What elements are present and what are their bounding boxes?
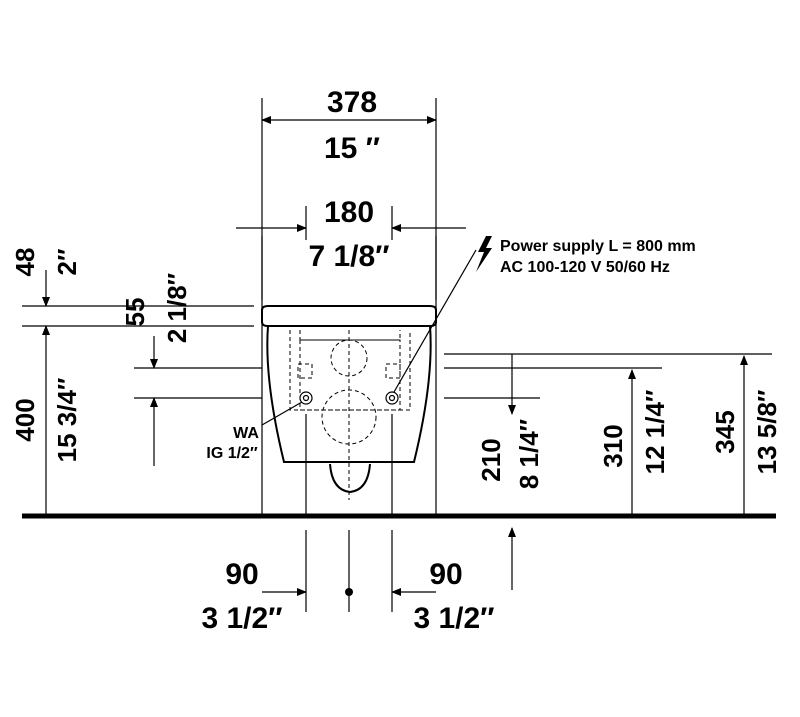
power-leader xyxy=(393,249,477,393)
top-bolt-height-in: 13 5/8″ xyxy=(752,390,782,475)
power-supply-line1: Power supply L = 800 mm xyxy=(500,238,696,255)
outlet-height-mm: 210 xyxy=(476,438,506,481)
left-offset-in: 3 1/2″ xyxy=(201,602,282,635)
overall-width-in: 15 ″ xyxy=(324,132,380,165)
height-mm: 400 xyxy=(10,398,40,441)
bolt-height-mm: 310 xyxy=(598,424,628,467)
bracket-width-in: 7 1/8″ xyxy=(308,240,389,273)
power-supply-line2: AC 100-120 V 50/60 Hz xyxy=(500,259,670,276)
bolt-height-in: 12 1/4″ xyxy=(640,390,670,475)
outlet-height-in: 8 1/4″ xyxy=(514,419,544,489)
top-offset-in: 2″ xyxy=(52,249,82,276)
height-in: 15 3/4″ xyxy=(52,378,82,463)
toilet-front-view xyxy=(261,305,437,500)
lightning-icon xyxy=(476,236,492,272)
top-bolt-height-mm: 345 xyxy=(710,410,740,453)
upper-gap-in: 2 1/8″ xyxy=(162,273,192,343)
right-offset-mm: 90 xyxy=(429,558,462,591)
left-offset-mm: 90 xyxy=(225,558,258,591)
water-leader xyxy=(261,401,303,426)
top-offset-mm: 48 xyxy=(10,248,40,277)
extension-lines xyxy=(22,98,772,612)
overall-width-mm: 378 xyxy=(327,86,377,119)
water-inlet-line2: IG 1/2″ xyxy=(206,445,258,462)
dimension-arrows xyxy=(42,116,748,596)
upper-gap-mm: 55 xyxy=(120,298,150,327)
right-offset-in: 3 1/2″ xyxy=(413,602,494,635)
water-inlet-line1: WA xyxy=(233,425,259,442)
bracket-width-mm: 180 xyxy=(324,196,374,229)
